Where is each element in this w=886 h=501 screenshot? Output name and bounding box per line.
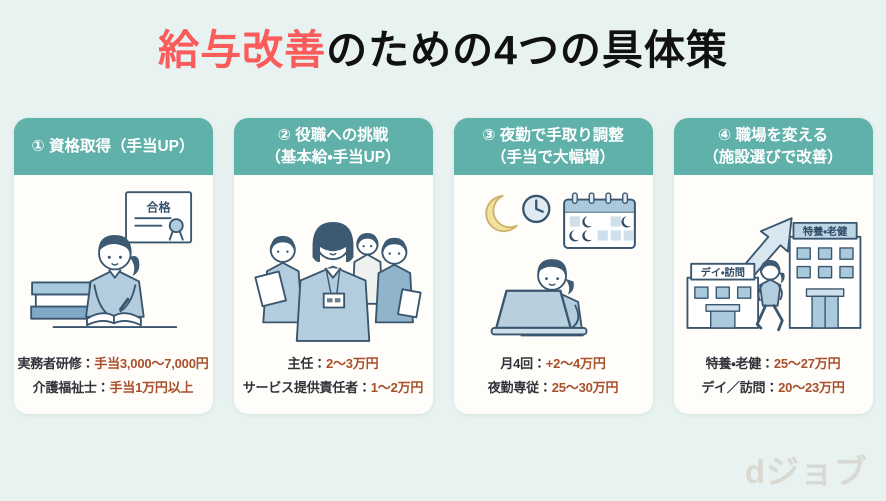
stat-line: 夜勤専従：25〜30万円 [454,376,653,399]
card-body-change-workplace: デイ・訪問 特養・老健 特養・老健：25〜27万円 デイ／訪問：20〜23万円 [674,175,873,414]
stat-value: +2〜4万円 [545,356,606,372]
stat-value: 手当1万円以上 [109,379,194,395]
card-header-line1: ③ 夜勤で手取り調整 [482,126,624,144]
stat-value: 手当3,000〜7,000円 [94,356,209,372]
stat-label: サービス提供責任者： [242,379,371,395]
certificate-pass-label: 合格 [145,200,171,215]
card-stats-qualification: 実務者研修：手当3,000〜7,000円 介護福祉士：手当1万円以上 [14,343,213,414]
card-night-shift: ③ 夜勤で手取り調整 （手当で大幅増） [453,118,653,414]
card-stats-promotion: 主任：2〜3万円 サービス提供責任者：1〜2万円 [234,343,433,414]
card-body-promotion: 主任：2〜3万円 サービス提供責任者：1〜2万円 [234,175,433,414]
card-stats-change-workplace: 特養・老健：25〜27万円 デイ／訪問：20〜23万円 [674,343,873,414]
facility-change-icon: デイ・訪問 特養・老健 [686,217,862,332]
card-header-line2: （施設選びで改善） [703,148,843,166]
title-highlight: 給与改善 [158,27,327,73]
card-header-night-shift: ③ 夜勤で手取り調整 （手当で大幅増） [453,118,653,175]
card-body-qualification: 合格 実務者研修：手当3,000〜7,000円 介護福祉士：手当1万円以上 [14,175,213,414]
small-building-sign-label: デイ・訪問 [701,266,745,279]
card-header-line1: ② 役職への挑戦 [277,126,389,144]
stat-value: 25〜27万円 [773,356,841,372]
card-change-workplace: ④ 職場を変える （施設選びで改善） [673,118,873,414]
study-certificate-illustration: 合格 [14,175,213,343]
card-header-line1: ① 資格取得（手当UP） [31,137,195,155]
stat-label: 夜勤専従： [487,379,552,395]
stat-label: 実務者研修： [17,356,95,372]
stat-line: 主任：2〜3万円 [234,352,433,375]
card-promotion: ② 役職への挑戦 （基本給・手当UP） [233,118,433,414]
facility-change-illustration: デイ・訪問 特養・老健 [674,175,873,343]
card-header-line2: （基本給・手当UP） [265,148,401,166]
card-header-qualification: ① 資格取得（手当UP） [13,118,213,175]
stat-label: 主任： [287,356,327,372]
stat-value: 20〜23万円 [778,379,845,395]
cards-row: ① 資格取得（手当UP） [0,118,886,414]
card-header-line2: （手当で大幅増） [490,148,615,166]
stat-label: デイ／訪問： [701,379,779,395]
card-body-night-shift: 月4回：+2〜4万円 夜勤専従：25〜30万円 [454,175,653,414]
title-rest: のための4つの具体策 [326,27,728,73]
stat-line: サービス提供責任者：1〜2万円 [234,376,433,399]
stat-value: 2〜3万円 [325,356,379,372]
night-work-icon [485,192,636,337]
card-qualification: ① 資格取得（手当UP） [13,118,213,414]
card-stats-night-shift: 月4回：+2〜4万円 夜勤専従：25〜30万円 [454,343,653,414]
stat-line: 実務者研修：手当3,000〜7,000円 [14,352,213,375]
stat-line: 介護福祉士：手当1万円以上 [14,376,213,399]
care-team-illustration [234,175,433,343]
stat-label: 特養・老健： [705,356,774,372]
stat-value: 1〜2万円 [370,379,424,395]
big-building-sign-label: 特養・老健 [803,225,848,238]
stat-label: 介護福祉士： [32,379,110,395]
stat-line: 特養・老健：25〜27万円 [674,352,873,375]
stat-value: 25〜30万円 [551,379,619,395]
card-header-line1: ④ 職場を変える [718,126,828,144]
stat-line: デイ／訪問：20〜23万円 [674,376,873,399]
page-title: 給与改善のための4つの具体策 [0,16,886,76]
card-header-promotion: ② 役職への挑戦 （基本給・手当UP） [233,118,433,175]
night-work-illustration [454,175,653,343]
d-job-logo: dジョブ [744,453,868,490]
care-team-icon [254,221,422,342]
study-certificate-icon: 合格 [30,191,193,328]
stat-label: 月4回： [500,356,546,372]
stat-line: 月4回：+2〜4万円 [454,352,653,375]
card-header-change-workplace: ④ 職場を変える （施設選びで改善） [673,118,873,175]
